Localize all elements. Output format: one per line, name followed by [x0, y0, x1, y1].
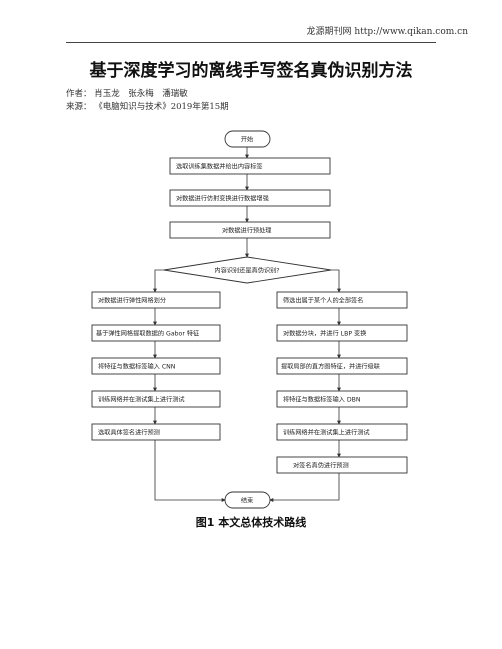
flowchart-left-step-5-label: 选取具体签名进行预测 [98, 429, 160, 437]
flowchart-right-step-6-label: 对签名真伪进行预测 [293, 462, 349, 470]
flowchart-right-step-2-label: 对数据分块，并进行 LBP 变换 [283, 330, 366, 338]
flowchart-step-1: 选取训练集数据并给出内容标签 [169, 157, 331, 175]
flowchart-right-step-5: 训练网络并在测试集上进行测试 [276, 423, 408, 441]
flowchart-right-step-3: 提取局部的直方图特征，并进行级联 [276, 357, 408, 375]
header-rule [66, 42, 436, 43]
flowchart-right-step-5-label: 训练网络并在测试集上进行测试 [283, 429, 370, 437]
flowchart-edges [153, 147, 341, 502]
flowchart-start-node: 开始 [224, 130, 271, 148]
flowchart-left-step-5: 选取具体签名进行预测 [91, 423, 221, 441]
flowchart-end-label: 结束 [241, 497, 253, 505]
figure-caption: 图1 本文总体技术路线 [195, 516, 307, 529]
flowchart-left-step-3: 将特征与数据标签输入 CNN [91, 357, 221, 375]
flowchart-step-2-label: 对数据进行仿射变换进行数据增强 [176, 195, 269, 203]
article-title: 基于深度学习的离线手写签名真伪识别方法 [89, 61, 413, 81]
flowchart-start-label: 开始 [241, 136, 253, 144]
edge-r6-end [269, 473, 340, 502]
flowchart-left-step-4: 训练网络并在测试集上进行测试 [91, 390, 221, 408]
flowchart-left-step-4-label: 训练网络并在测试集上进行测试 [98, 396, 185, 404]
article-source: 来源： 《电脑知识与技术》2019年第15期 [66, 102, 229, 112]
flowchart-right-step-4-label: 将特征与数据标签输入 DBN [283, 396, 361, 404]
edge-l5-end [154, 440, 226, 502]
flowchart-figure: 开始 选取训练集数据并给出内容标签 对数据进行仿射变换进行数据增强 对数据进行预… [67, 122, 437, 524]
flowchart-left-step-2-label: 基于弹性网格提取数据的 Gabor 特征 [96, 330, 199, 338]
flowchart-right-step-1-label: 筛选出属于某个人的全部签名 [283, 297, 363, 305]
journal-source-header: 龙源期刊网 http://www.qikan.com.cn [306, 27, 468, 37]
flowchart-svg: 开始 选取训练集数据并给出内容标签 对数据进行仿射变换进行数据增强 对数据进行预… [91, 130, 408, 509]
flowchart-right-step-3-label: 提取局部的直方图特征，并进行级联 [281, 363, 380, 371]
article-authors: 作者： 肖玉龙 张永梅 潘瑞敏 [66, 89, 188, 99]
flowchart-left-step-2: 基于弹性网格提取数据的 Gabor 特征 [91, 324, 221, 342]
flowchart-left-step-1-label: 对数据进行弹性网格划分 [98, 297, 166, 305]
flowchart-decision-node: 内容识别还是真伪识别? [163, 256, 332, 284]
edge-decision-right [331, 269, 341, 293]
flowchart-right-step-4: 将特征与数据标签输入 DBN [276, 390, 408, 408]
flowchart-right-step-2: 对数据分块，并进行 LBP 变换 [276, 324, 408, 342]
flowchart-decision-label: 内容识别还是真伪识别? [214, 267, 279, 275]
flowchart-right-step-6: 对签名真伪进行预测 [276, 456, 408, 474]
edge-decision-left [153, 269, 164, 293]
flowchart-left-step-1: 对数据进行弹性网格划分 [91, 291, 221, 309]
flowchart-step-3: 对数据进行预处理 [169, 221, 331, 239]
flowchart-step-3-label: 对数据进行预处理 [222, 227, 272, 235]
flowchart-left-step-3-label: 将特征与数据标签输入 CNN [98, 363, 176, 371]
flowchart-step-1-label: 选取训练集数据并给出内容标签 [176, 163, 263, 171]
flowchart-right-step-1: 筛选出属于某个人的全部签名 [276, 291, 408, 309]
flowchart-step-2: 对数据进行仿射变换进行数据增强 [169, 189, 331, 207]
flowchart-end-node: 结束 [224, 491, 271, 509]
